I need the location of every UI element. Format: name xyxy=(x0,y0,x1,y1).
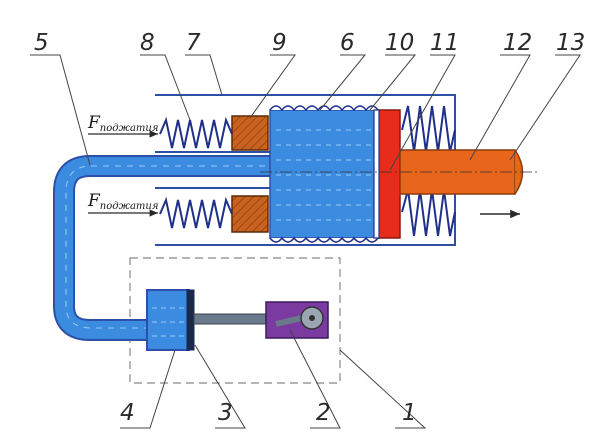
drive-unit-frame xyxy=(129,257,341,384)
return-spring-bottom xyxy=(401,189,456,237)
leader-5 xyxy=(30,54,91,166)
callout-10: 10 xyxy=(385,30,414,56)
leader-11 xyxy=(389,54,456,171)
force-label-top: Fподжатия xyxy=(87,113,158,134)
force-label-bottom: Fподжатия xyxy=(87,191,158,212)
return-spring-top xyxy=(401,105,456,153)
spring-top xyxy=(159,116,233,149)
seal-top xyxy=(231,115,269,151)
callout-5: 5 xyxy=(34,30,49,56)
bellows-fluid xyxy=(269,109,379,239)
spring-bottom xyxy=(159,196,233,229)
leader-10 xyxy=(369,54,417,111)
leader-2 xyxy=(289,329,341,429)
bellows-bottom-corrugation xyxy=(269,236,379,243)
crank-pin xyxy=(309,315,315,321)
bellows-top-corrugation xyxy=(269,105,379,112)
callout-7: 7 xyxy=(186,30,201,56)
callout-12: 12 xyxy=(503,30,532,56)
callout-4: 4 xyxy=(120,400,135,426)
leader-12 xyxy=(469,54,531,161)
callout-13: 13 xyxy=(556,30,585,56)
callout-9: 9 xyxy=(272,30,287,56)
callout-6: 6 xyxy=(340,30,355,56)
pump-piston xyxy=(186,289,195,351)
leader-13 xyxy=(509,54,581,161)
pump-cylinder xyxy=(146,289,190,351)
leader-8 xyxy=(140,54,191,121)
seal-bottom xyxy=(231,195,269,233)
callout-2: 2 xyxy=(316,400,331,426)
callout-8: 8 xyxy=(140,30,155,56)
pump-connecting-rod xyxy=(193,313,275,325)
leader-3 xyxy=(194,344,246,429)
piston-rod xyxy=(399,149,516,195)
leader-6 xyxy=(319,54,367,111)
piston-face xyxy=(373,109,380,239)
hydraulic-line-dashes xyxy=(65,165,265,329)
callout-1: 1 xyxy=(402,400,417,426)
leader-9 xyxy=(249,54,296,119)
bellows-fluid-dashes xyxy=(276,129,372,221)
callout-11: 11 xyxy=(430,30,459,56)
main-piston xyxy=(377,109,401,239)
hydraulic-line-fluid xyxy=(55,157,270,339)
callout-3: 3 xyxy=(218,400,233,426)
leader-7 xyxy=(185,54,223,96)
leader-4 xyxy=(120,349,176,429)
leader-1 xyxy=(339,349,427,429)
